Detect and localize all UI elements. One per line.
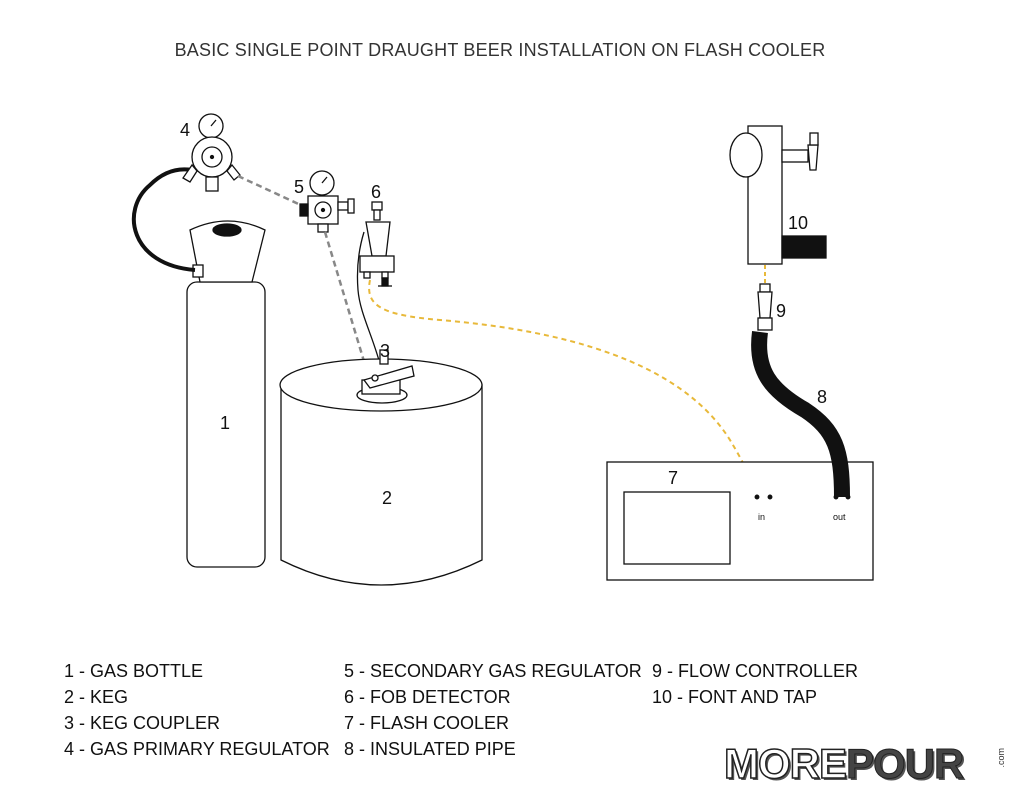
port-in-label: in (758, 512, 766, 522)
label-secondary-regulator: 5 (294, 177, 305, 197)
label-insulated-pipe: 8 (817, 387, 828, 407)
gas-line-secondary-coupler (323, 231, 368, 369)
label-gas-bottle: 1 (220, 413, 231, 433)
secondary-regulator (299, 170, 355, 233)
keg-coupler (356, 349, 415, 404)
gas-hose-primary (131, 167, 196, 272)
keg (279, 358, 483, 586)
legend-column-3: 9 - FLOW CONTROLLER 10 - FONT AND TAP (652, 658, 858, 710)
label-font-and-tap: 10 (788, 213, 809, 233)
legend-item: 4 - GAS PRIMARY REGULATOR (64, 739, 330, 759)
label-primary-regulator: 4 (180, 120, 191, 140)
legend-item: 9 - FLOW CONTROLLER (652, 661, 859, 681)
legend-item: 2 - KEG (64, 687, 129, 707)
fob-detector (359, 201, 395, 287)
logo-more: MORE (723, 739, 848, 788)
legend-item: 7 - FLASH COOLER (344, 713, 510, 733)
legend-column-1: 1 - GAS BOTTLE 2 - KEG 3 - KEG COUPLER 4… (64, 658, 330, 762)
legend-item: 5 - SECONDARY GAS REGULATOR (344, 661, 642, 681)
label-keg-coupler: 3 (380, 341, 391, 361)
port-out-label: out (833, 512, 846, 522)
legend-item: 3 - KEG COUPLER (64, 713, 221, 733)
gas-line-primary-secondary (237, 174, 306, 209)
label-flow-controller: 9 (776, 301, 787, 321)
primary-regulator (182, 113, 241, 192)
legend-item: 10 - FONT AND TAP (652, 687, 818, 707)
flow-controller (757, 283, 773, 331)
legend-item: 1 - GAS BOTTLE (64, 661, 204, 681)
legend-item: 6 - FOB DETECTOR (344, 687, 511, 707)
legend-column-2: 5 - SECONDARY GAS REGULATOR 6 - FOB DETE… (344, 658, 642, 762)
font-and-tap (729, 125, 827, 265)
label-flash-cooler: 7 (668, 468, 679, 488)
insulated-pipe (751, 330, 850, 498)
logo-pour: POUR (845, 740, 964, 788)
legend-item: 8 - INSULATED PIPE (344, 739, 516, 759)
beer-line-coupler-fob (356, 231, 383, 373)
gas-bottle (186, 220, 266, 568)
label-fob-detector: 6 (371, 182, 382, 202)
diagram-title: BASIC SINGLE POINT DRAUGHT BEER INSTALLA… (174, 40, 826, 60)
morepour-logo: MOREPOUR (723, 739, 965, 788)
beer-line-fob-cooler (368, 279, 757, 495)
logo-suffix: .com (996, 748, 1006, 768)
flash-cooler (606, 461, 874, 581)
label-keg: 2 (382, 488, 393, 508)
